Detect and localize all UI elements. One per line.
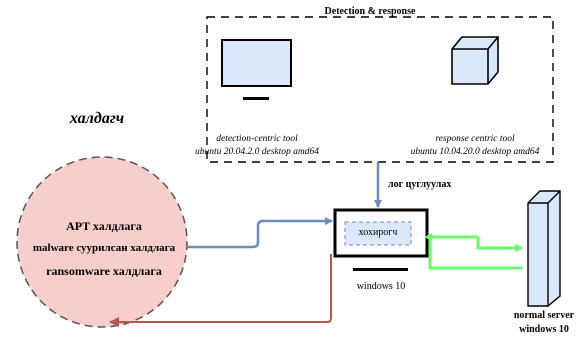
victim-screen-label: хохирогч: [358, 227, 398, 238]
detection-response-container: [206, 16, 554, 163]
server-label-line1: normal server: [513, 310, 575, 321]
response-tool-os: ubuntu 10.04.20.0 desktop amd64: [410, 147, 540, 157]
detection-tool-os: ubuntu 20.04.2.0 desktop amd64: [194, 147, 320, 157]
attacker-title: халдагч: [69, 110, 125, 127]
attack-edge: [187, 217, 333, 249]
response-tool-name: response centric tool: [435, 134, 515, 144]
server-label-line2: windows 10: [519, 324, 569, 335]
log-collection-label: лог цуглуулах: [388, 179, 452, 190]
victim-screen: [344, 221, 412, 246]
attacker-line-ransomware: ransomware халдлага: [46, 264, 162, 278]
server-link-arrowhead: [424, 233, 432, 241]
attacker-line-malware: malware суурилсан халдлага: [32, 242, 176, 254]
victim-stand: [353, 268, 408, 271]
cube-icon: [451, 36, 499, 85]
detection-tool-name: detection-centric tool: [216, 134, 298, 144]
victim-os-label: windows 10: [356, 281, 406, 292]
attacker-line-apt: APT халдлага: [66, 219, 142, 233]
server-icon: [527, 190, 561, 307]
detection-response-title: Detection & response: [324, 6, 416, 17]
server-link-upper: [476, 237, 523, 252]
return-edge: [109, 254, 332, 327]
monitor-icon: [221, 39, 292, 100]
server-link-lower: [428, 235, 522, 270]
attacker-circle: [16, 156, 188, 328]
